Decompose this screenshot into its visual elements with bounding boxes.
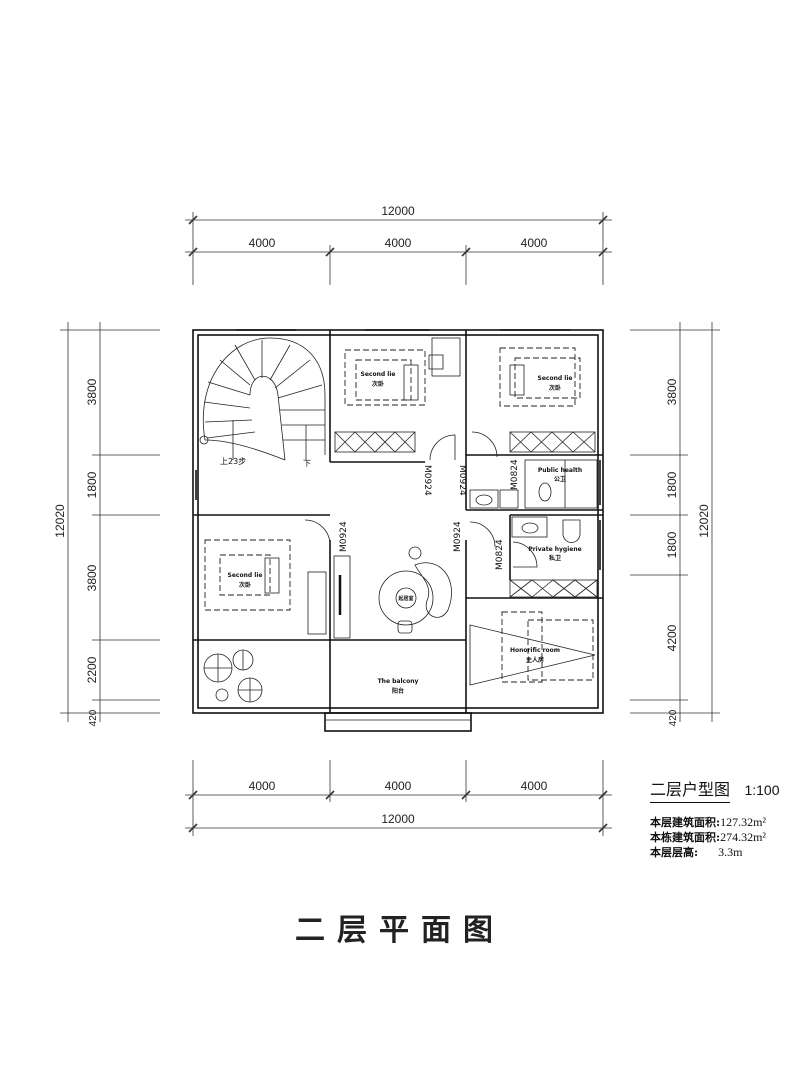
legend-title: 二层户型图 bbox=[650, 776, 731, 803]
spiral-staircase: 上23步 下 bbox=[199, 337, 326, 468]
room-label-zh: 起居室 bbox=[397, 595, 413, 602]
dim-left-1: 3800 bbox=[85, 378, 99, 405]
dim-left-total: 12020 bbox=[53, 504, 67, 538]
private-bathroom: Private hygiene 私卫 bbox=[509, 516, 598, 598]
dim-left-3: 3800 bbox=[85, 564, 99, 591]
floor-area-value: 127.32m² bbox=[720, 815, 766, 829]
bedroom-top-right: Second lie 次卧 bbox=[471, 347, 596, 458]
dim-right-5: 420 bbox=[668, 709, 679, 726]
balcony: The balcony 阳台 bbox=[203, 649, 419, 703]
room-label-en: Private hygiene bbox=[528, 546, 581, 553]
master-bedroom: Honorific room 主人房 bbox=[469, 521, 596, 686]
floor-height-row: 本层层高: 3.3m bbox=[650, 845, 780, 860]
room-label-en: Second lie bbox=[538, 375, 573, 382]
dim-top-1: 4000 bbox=[249, 236, 276, 250]
dimension-labels: 12000 4000 4000 4000 4000 4000 4000 1200… bbox=[53, 204, 711, 826]
public-bathroom: Public health 公卫 bbox=[469, 459, 598, 509]
room-label-zh: 次卧 bbox=[239, 581, 251, 589]
dim-right-4: 4200 bbox=[665, 624, 679, 651]
door-label: M0924 bbox=[457, 465, 467, 496]
dim-left-2: 1800 bbox=[85, 471, 99, 498]
walls bbox=[192, 329, 604, 732]
room-label-en: Honorific room bbox=[510, 647, 560, 654]
door-label: M0824 bbox=[510, 459, 520, 490]
stair-up-label: 上23步 bbox=[220, 457, 246, 466]
bedroom-top: Second lie 次卧 bbox=[334, 337, 461, 461]
dim-top-3: 4000 bbox=[521, 236, 548, 250]
dim-bottom-2: 4000 bbox=[385, 779, 412, 793]
door-label: M0924 bbox=[339, 521, 349, 552]
dim-bottom-total: 12000 bbox=[381, 812, 415, 826]
dim-left-5: 420 bbox=[88, 709, 99, 726]
room-label-zh: 主人房 bbox=[526, 656, 544, 664]
dim-top-2: 4000 bbox=[385, 236, 412, 250]
building-area-row: 本栋建筑面积:274.32m² bbox=[650, 830, 780, 845]
plan-legend: 二层户型图 1:100 本层建筑面积:127.32m² 本栋建筑面积:274.3… bbox=[650, 776, 780, 860]
stair-down-label: 下 bbox=[303, 459, 311, 468]
room-label-zh: 私卫 bbox=[548, 554, 561, 562]
room-label-zh: 阳台 bbox=[392, 687, 404, 695]
dim-right-3: 1800 bbox=[665, 531, 679, 558]
door-labels: M0924 M0924 M0824 M0924 M0924 M0824 bbox=[339, 459, 520, 570]
building-area-label: 本栋建筑面积: bbox=[650, 831, 721, 844]
dim-left-4: 2200 bbox=[85, 656, 99, 683]
lounge: 起居室 bbox=[333, 546, 452, 639]
room-label-en: Second lie bbox=[361, 371, 396, 378]
floor-area-row: 本层建筑面积:127.32m² bbox=[650, 815, 780, 830]
room-label-en: Public health bbox=[538, 467, 582, 474]
dim-right-2: 1800 bbox=[665, 471, 679, 498]
dim-bottom-3: 4000 bbox=[521, 779, 548, 793]
dim-bottom-1: 4000 bbox=[249, 779, 276, 793]
room-label-zh: 次卧 bbox=[372, 380, 384, 388]
dim-right-total: 12020 bbox=[697, 504, 711, 538]
legend-scale: 1:100 bbox=[744, 782, 780, 798]
floor-area-label: 本层建筑面积: bbox=[650, 816, 721, 829]
plant-icon bbox=[203, 649, 263, 703]
room-label-en: The balcony bbox=[378, 678, 419, 685]
dim-top-total: 12000 bbox=[381, 204, 415, 218]
room-label-zh: 次卧 bbox=[549, 384, 561, 392]
dim-right-1: 3800 bbox=[665, 378, 679, 405]
floor-height-value: 3.3m bbox=[718, 845, 743, 859]
door-label: M0824 bbox=[495, 539, 505, 570]
page-title: 二层平面图 bbox=[295, 913, 505, 948]
building-area-value: 274.32m² bbox=[720, 830, 766, 844]
door-label: M0924 bbox=[422, 465, 432, 496]
room-label-zh: 公卫 bbox=[554, 476, 566, 483]
bedroom-left: Second lie 次卧 bbox=[204, 519, 331, 635]
floor-height-label: 本层层高: bbox=[650, 846, 699, 859]
room-label-en: Second lie bbox=[228, 572, 263, 579]
door-label: M0924 bbox=[453, 521, 463, 552]
dimension-lines bbox=[60, 212, 720, 836]
